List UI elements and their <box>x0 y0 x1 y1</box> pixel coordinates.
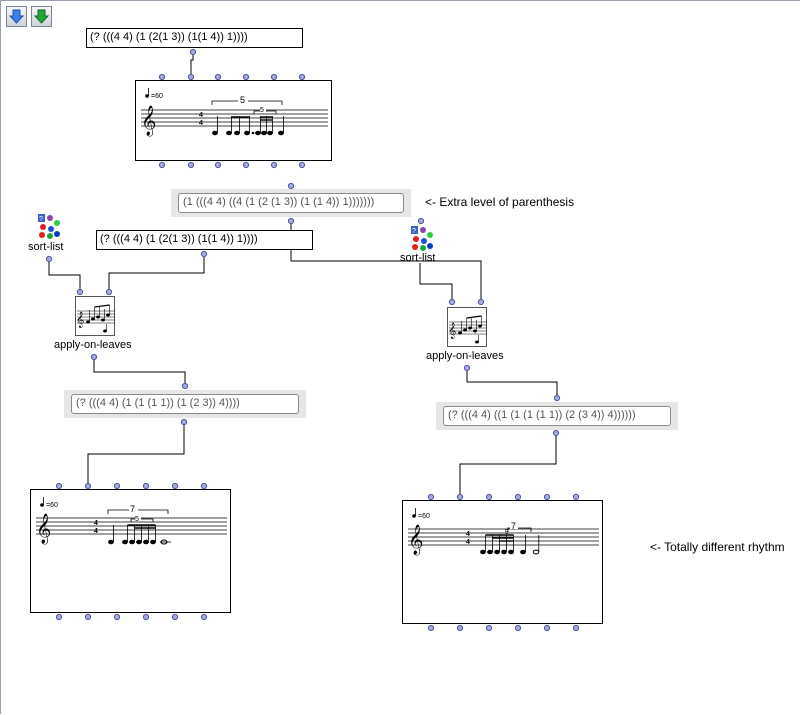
apply-on-leaves-left-label: apply-on-leaves <box>54 339 132 351</box>
sort-list-right-label: sort-list <box>400 252 436 264</box>
rhythm-tree-input-text: (? (((4 4) (1 (2(1 3)) (1(1 4)) 1)))) <box>90 31 248 43</box>
bottom-right-inner-tuplet-number: 5 <box>505 530 509 536</box>
bottom-right-staff-drawing: 𝄞 =60 4 4 7 5 <box>408 508 599 556</box>
rhythm-tree-input-box[interactable]: (? (((4 4) (1 (2(1 3)) (1(1 4)) 1)))) <box>86 28 303 48</box>
arrow-down-blue-icon <box>9 9 24 24</box>
bottom-left-tuplet-number: 7 <box>130 504 135 514</box>
different-rhythm-comment: <- Totally different rhythm <box>650 540 785 554</box>
bottom-left-voice-score[interactable]: 𝄞 =60 4 4 7 5 <box>30 489 231 613</box>
bottom-right-tuplet-number: 7 <box>511 521 516 531</box>
bottom-left-staff-drawing: 𝄞 =60 4 4 7 5 <box>36 497 227 545</box>
top-voice-score[interactable]: 𝄞 =60 4 4 5 5 <box>135 80 332 161</box>
extra-parenthesis-comment: <- Extra level of parenthesis <box>425 195 575 209</box>
apply-on-leaves-left-icon[interactable]: 𝄞 <box>75 296 115 336</box>
blue-arrow-button[interactable] <box>6 6 27 27</box>
sort-list-left-label: sort-list <box>28 241 64 253</box>
svg-text:?: ? <box>39 216 43 223</box>
svg-text:𝄞: 𝄞 <box>36 513 51 545</box>
top-tempo: =60 <box>151 93 163 100</box>
extra-parenthesis-box[interactable]: (1 (((4 4) ((4 (1 (2 (1 3)) (1 (1 4)) 1)… <box>171 189 411 217</box>
svg-text:𝄞: 𝄞 <box>448 323 456 339</box>
svg-text:𝄞: 𝄞 <box>141 105 156 137</box>
green-arrow-button[interactable] <box>31 6 52 27</box>
bottom-left-time-sig-top: 4 <box>94 520 98 527</box>
top-tuplet-number: 5 <box>240 95 245 105</box>
bottom-right-tempo: =60 <box>418 513 430 520</box>
left-result-box[interactable]: (? (((4 4) (1 (1 (1 1)) (1 (2 3)) 4)))) <box>64 390 306 418</box>
bottom-right-voice-score[interactable]: 𝄞 =60 4 4 7 5 <box>402 500 603 624</box>
sort-list-left-icon[interactable]: ? <box>36 212 62 240</box>
apply-on-leaves-right-label: apply-on-leaves <box>426 350 504 362</box>
arrow-down-green-icon <box>34 9 49 24</box>
bottom-right-time-sig-top: 4 <box>466 531 470 538</box>
rhythm-tree-middle-text: (? (((4 4) (1 (2(1 3)) (1(1 4)) 1)))) <box>100 233 258 245</box>
top-time-sig-top: 4 <box>199 112 203 119</box>
right-result-box[interactable]: (? (((4 4) ((1 (1 (1 (1 1)) (2 (3 4)) 4)… <box>436 402 678 430</box>
top-time-sig-bottom: 4 <box>199 120 203 127</box>
top-inner-tuplet-number: 5 <box>260 107 264 114</box>
extra-parenthesis-text: (1 (((4 4) ((4 (1 (2 (1 3)) (1 (1 4)) 1)… <box>178 193 404 213</box>
top-staff-drawing: 𝄞 =60 4 4 5 5 <box>141 88 328 137</box>
rhythm-tree-middle-box[interactable]: (? (((4 4) (1 (2(1 3)) (1(1 4)) 1)))) <box>96 230 313 250</box>
bottom-left-tempo: =60 <box>46 502 58 509</box>
sort-list-right-icon[interactable]: ? <box>409 224 435 252</box>
apply-on-leaves-right-icon[interactable]: 𝄞 <box>447 307 487 347</box>
bottom-right-time-sig-bottom: 4 <box>466 539 470 546</box>
svg-text:𝄞: 𝄞 <box>408 524 423 556</box>
bottom-left-time-sig-bottom: 4 <box>94 528 98 535</box>
svg-text:?: ? <box>412 228 416 235</box>
svg-text:𝄞: 𝄞 <box>76 312 84 328</box>
right-result-text: (? (((4 4) ((1 (1 (1 (1 1)) (2 (3 4)) 4)… <box>443 406 671 426</box>
bottom-left-inner-tuplet-number: 5 <box>135 516 139 523</box>
left-result-text: (? (((4 4) (1 (1 (1 1)) (1 (2 3)) 4)))) <box>71 394 299 414</box>
